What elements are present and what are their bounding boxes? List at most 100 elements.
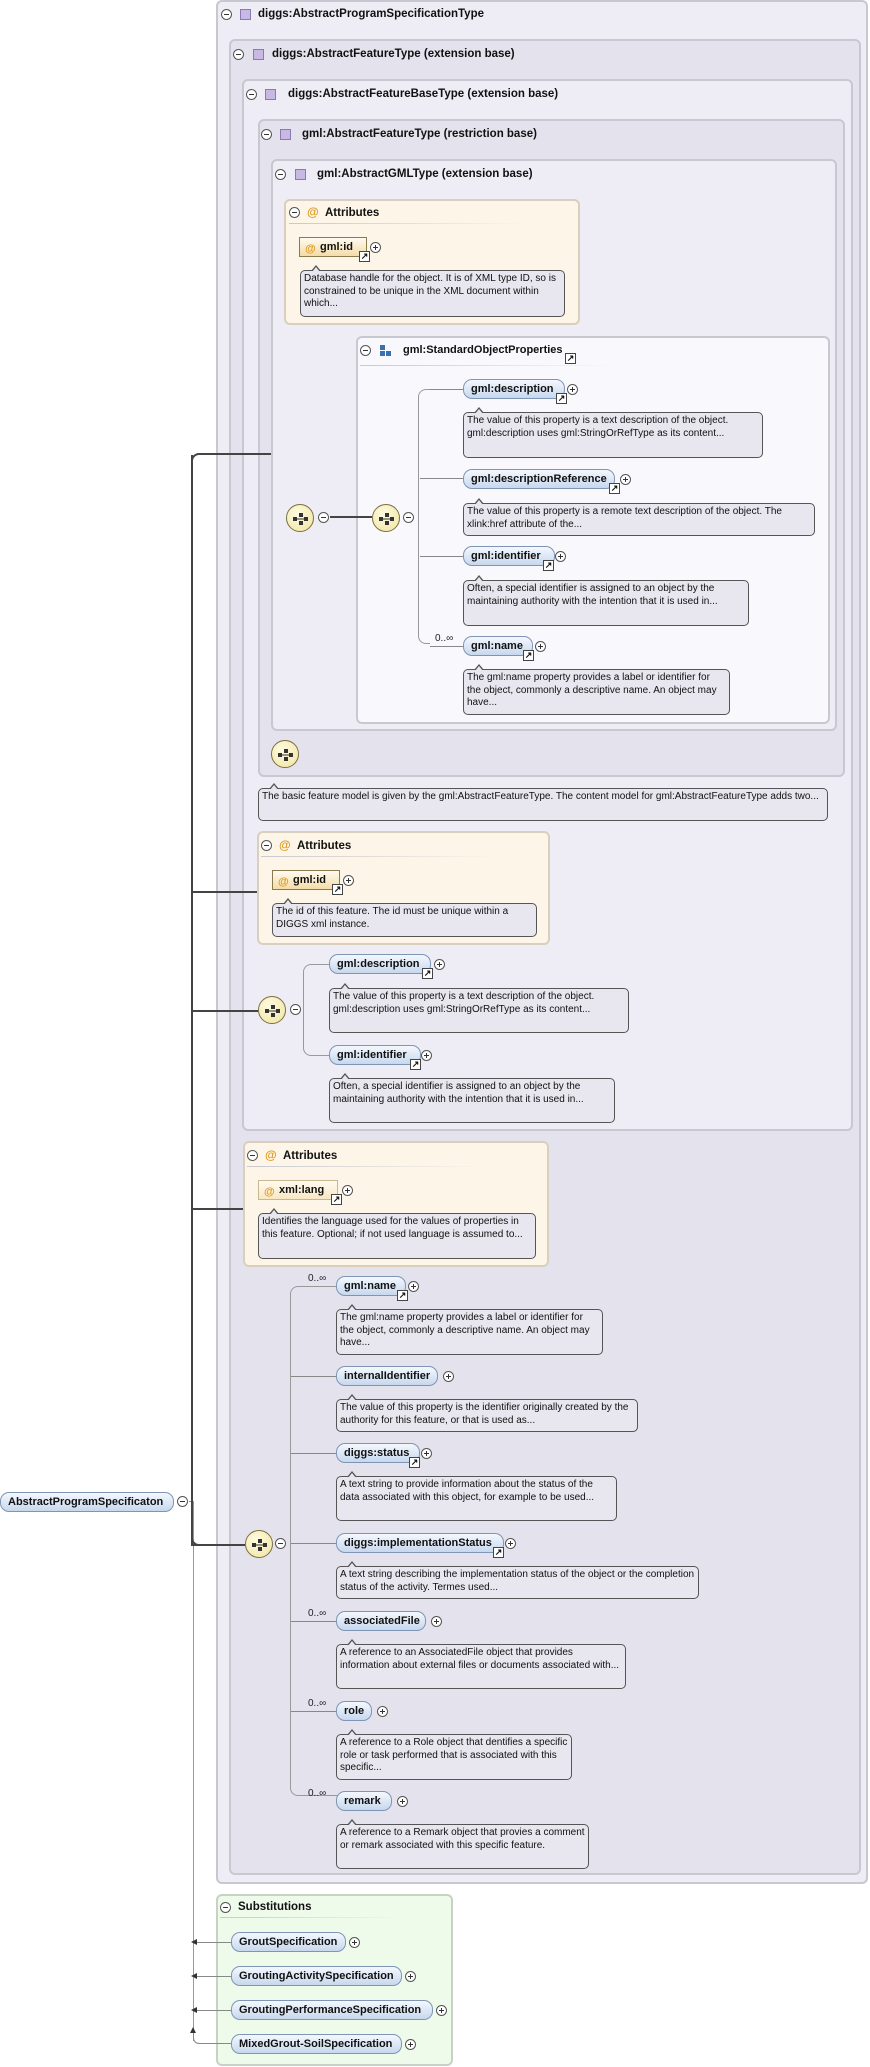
documentation-note: The value of this property is the identi… — [336, 1394, 638, 1432]
link-arrow-icon[interactable]: ↗ — [609, 483, 620, 494]
documentation-note: A text string to provide information abo… — [336, 1471, 617, 1521]
collapse-sequence[interactable] — [318, 512, 329, 523]
link-arrow-icon[interactable]: ↗ — [332, 884, 343, 895]
group-icon — [380, 345, 392, 357]
collapse-sequence[interactable] — [290, 1004, 301, 1015]
element-gml-description-reference[interactable]: gml:descriptionReference — [463, 469, 615, 489]
expand-icon[interactable] — [555, 551, 566, 562]
substitution-grout-specification[interactable]: GroutSpecification — [231, 1932, 346, 1952]
expand-icon[interactable] — [421, 1448, 432, 1459]
documentation-note: The gml:name property provides a label o… — [336, 1304, 603, 1355]
substitution-grouting-activity-specification[interactable]: GroutingActivitySpecification — [231, 1966, 402, 1986]
expand-icon[interactable] — [567, 384, 578, 395]
collapse-sequence[interactable] — [275, 1538, 286, 1549]
element-gml-identifier[interactable]: gml:identifier — [463, 546, 555, 566]
element-gml-name[interactable]: gml:name — [463, 636, 533, 656]
expand-icon[interactable] — [434, 959, 445, 970]
link-arrow-icon[interactable]: ↗ — [410, 1059, 421, 1070]
documentation-note: A reference to a Role object that dentif… — [336, 1729, 572, 1780]
sequence-compositor-icon[interactable] — [372, 504, 400, 532]
attribute-xml-lang[interactable]: @ xml:lang — [258, 1180, 338, 1200]
link-arrow-icon[interactable]: ↗ — [556, 393, 567, 404]
complex-type-icon — [280, 129, 291, 140]
cardinality-label: 0..∞ — [308, 1698, 327, 1709]
attributes-title: Attributes — [297, 840, 352, 852]
cardinality-label: 0..∞ — [308, 1273, 327, 1284]
documentation-note: The value of this property is a remote t… — [463, 498, 815, 536]
documentation-note: The value of this property is a text des… — [329, 983, 629, 1033]
element-remark[interactable]: remark — [336, 1791, 392, 1811]
collapse-sequence[interactable] — [403, 512, 414, 523]
root-element-abstract-program-specification[interactable]: AbstractProgramSpecificaton — [0, 1492, 174, 1512]
sequence-compositor-icon[interactable] — [271, 740, 299, 768]
link-arrow-icon[interactable]: ↗ — [409, 1457, 420, 1468]
link-arrow-icon[interactable]: ↗ — [523, 650, 534, 661]
link-arrow-icon[interactable]: ↗ — [422, 968, 433, 979]
complex-type-icon — [240, 9, 251, 20]
expand-icon[interactable] — [405, 1971, 416, 1982]
collapse-substitutions[interactable] — [220, 1902, 231, 1913]
attribute-gml-id[interactable]: @gml:id — [272, 870, 340, 890]
expand-icon[interactable] — [421, 1050, 432, 1061]
attribute-icon: @ — [264, 1186, 275, 1198]
element-gml-identifier[interactable]: gml:identifier — [329, 1045, 421, 1065]
collapse-attributes[interactable] — [261, 840, 272, 851]
sequence-compositor-icon[interactable] — [286, 504, 314, 532]
collapse-type-gml[interactable] — [275, 169, 286, 180]
attributes-title: Attributes — [283, 1150, 338, 1162]
collapse-type-feature[interactable] — [233, 49, 244, 60]
expand-icon[interactable] — [436, 2005, 447, 2016]
collapse-root[interactable] — [177, 1496, 188, 1507]
collapse-type-gml-feature[interactable] — [261, 129, 272, 140]
collapse-attributes[interactable] — [247, 1150, 258, 1161]
link-arrow-icon[interactable]: ↗ — [331, 1194, 342, 1205]
collapse-type-feature-base[interactable] — [246, 89, 257, 100]
expand-icon[interactable] — [443, 1371, 454, 1382]
element-internal-identifier[interactable]: internalIdentifier — [336, 1366, 438, 1386]
cardinality-label: 0..∞ — [308, 1788, 327, 1799]
documentation-note: The gml:name property provides a label o… — [463, 664, 730, 715]
group-title: gml:StandardObjectProperties — [403, 344, 563, 356]
collapse-type-program-spec[interactable] — [221, 9, 232, 20]
documentation-note: Database handle for the object. It is of… — [300, 265, 565, 317]
collapse-group[interactable] — [360, 345, 371, 356]
attribute-gml-id[interactable]: @gml:id — [299, 237, 367, 257]
documentation-note: The id of this feature. The id must be u… — [272, 898, 537, 937]
arrow-left-icon — [191, 1939, 197, 1945]
expand-icon[interactable] — [377, 1706, 388, 1717]
substitution-grouting-performance-specification[interactable]: GroutingPerformanceSpecification — [231, 2000, 433, 2020]
link-arrow-icon[interactable]: ↗ — [543, 560, 554, 571]
expand-icon[interactable] — [535, 641, 546, 652]
substitution-mixed-grout-soil-specification[interactable]: MixedGrout-SoilSpecification — [231, 2034, 402, 2054]
element-gml-name[interactable]: gml:name — [336, 1276, 406, 1296]
element-gml-description[interactable]: gml:description — [463, 379, 565, 399]
type-title: diggs:AbstractFeatureType (extension bas… — [272, 48, 515, 60]
expand-icon[interactable] — [342, 1185, 353, 1196]
element-associated-file[interactable]: associatedFile — [336, 1611, 426, 1631]
link-arrow-icon[interactable]: ↗ — [565, 353, 576, 364]
element-gml-description[interactable]: gml:description — [329, 954, 431, 974]
element-role[interactable]: role — [336, 1701, 372, 1721]
element-diggs-implementation-status[interactable]: diggs:implementationStatus — [336, 1533, 504, 1553]
expand-icon[interactable] — [370, 242, 381, 253]
expand-icon[interactable] — [408, 1281, 419, 1292]
documentation-note: A text string describing the implementat… — [336, 1561, 699, 1599]
attribute-label: xml:lang — [279, 1184, 325, 1196]
sequence-compositor-icon[interactable] — [258, 996, 286, 1024]
documentation-note: Often, a special identifier is assigned … — [329, 1073, 615, 1123]
link-arrow-icon[interactable]: ↗ — [493, 1547, 504, 1558]
collapse-attributes[interactable] — [289, 207, 300, 218]
expand-icon[interactable] — [431, 1616, 442, 1627]
link-arrow-icon[interactable]: ↗ — [359, 251, 370, 262]
attribute-icon: @ — [307, 205, 319, 219]
expand-icon[interactable] — [505, 1538, 516, 1549]
link-arrow-icon[interactable]: ↗ — [397, 1290, 408, 1301]
expand-icon[interactable] — [620, 474, 631, 485]
expand-icon[interactable] — [397, 1796, 408, 1807]
expand-icon[interactable] — [349, 1937, 360, 1948]
expand-icon[interactable] — [343, 875, 354, 886]
element-diggs-status[interactable]: diggs:status — [336, 1443, 420, 1463]
expand-icon[interactable] — [405, 2039, 416, 2050]
type-title: diggs:AbstractFeatureBaseType (extension… — [288, 88, 559, 100]
sequence-compositor-icon[interactable] — [245, 1530, 273, 1558]
